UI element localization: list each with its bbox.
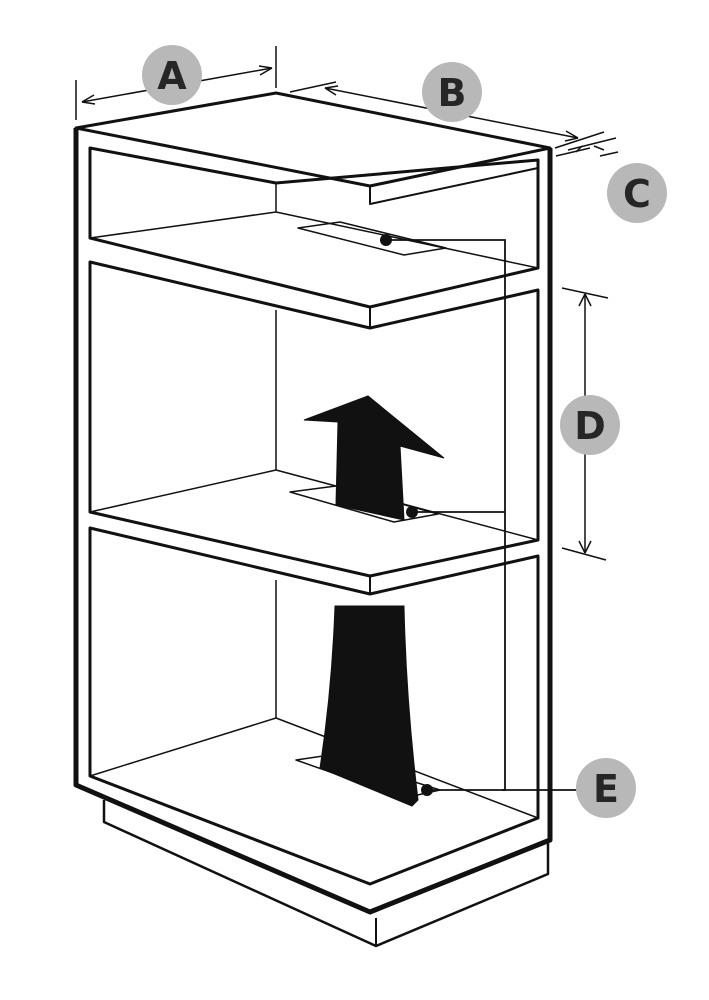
bottom-compartment-front [88, 526, 540, 886]
label-badge-a: A [142, 45, 202, 105]
dimension-d-ext-top [561, 287, 609, 299]
top-compartment-front [88, 146, 540, 309]
label-badge-e: E [576, 758, 636, 818]
dimension-a-arrow-left [81, 94, 96, 105]
dimension-c-line-2 [567, 137, 617, 151]
label-badge-c: C [607, 163, 667, 223]
vent-dot-middle [406, 506, 418, 518]
cabinet-top-thickness [369, 167, 539, 205]
dimension-b-arrow-front [564, 130, 579, 142]
label-badge-b-circle [422, 62, 482, 122]
cabinet-outline [73, 128, 553, 915]
label-badge-b: B [422, 62, 482, 122]
dimension-b-ext-back [289, 81, 337, 93]
middle-vent-opening [289, 485, 439, 523]
label-badge-c-circle [607, 163, 667, 223]
cabinet-plinth [102, 800, 550, 948]
label-d: D [574, 404, 606, 448]
label-c: C [623, 172, 651, 216]
cabinet-top-surface [74, 91, 552, 188]
dimension-b-arrow-back [324, 85, 339, 96]
airflow [303, 395, 445, 807]
airflow-arrow-middle [303, 395, 445, 521]
dimension-b-ext-front [554, 131, 605, 149]
top-compartment-back [89, 183, 277, 239]
middle-compartment-floor [89, 469, 539, 541]
dimension-a-arrow-right [258, 65, 273, 76]
airflow-column-bottom [319, 605, 419, 807]
bottom-compartment-floor [89, 717, 539, 819]
leader-top-vent [386, 239, 506, 790]
top-vent-opening [297, 221, 447, 256]
dimension-c-arrow [575, 145, 605, 153]
vent-dot-top [380, 234, 392, 246]
dimension-d-arrow-bottom [578, 540, 592, 554]
dimension-c-line-1 [555, 147, 591, 157]
label-b: B [438, 71, 467, 115]
label-e: E [593, 767, 619, 811]
dimension-d-ext-bottom [561, 547, 607, 561]
cabinet [73, 91, 553, 948]
vent-dot-bottom [421, 784, 433, 796]
dimension-d-arrow-top [578, 293, 592, 307]
label-badge-e-circle [576, 758, 636, 818]
label-badge-d-circle [560, 395, 620, 455]
label-badge-d: D [560, 395, 620, 455]
dimension-c-ext [599, 151, 619, 157]
label-a: A [157, 54, 187, 98]
label-badge-a-circle [142, 45, 202, 105]
vent-leader-lines [380, 234, 578, 796]
